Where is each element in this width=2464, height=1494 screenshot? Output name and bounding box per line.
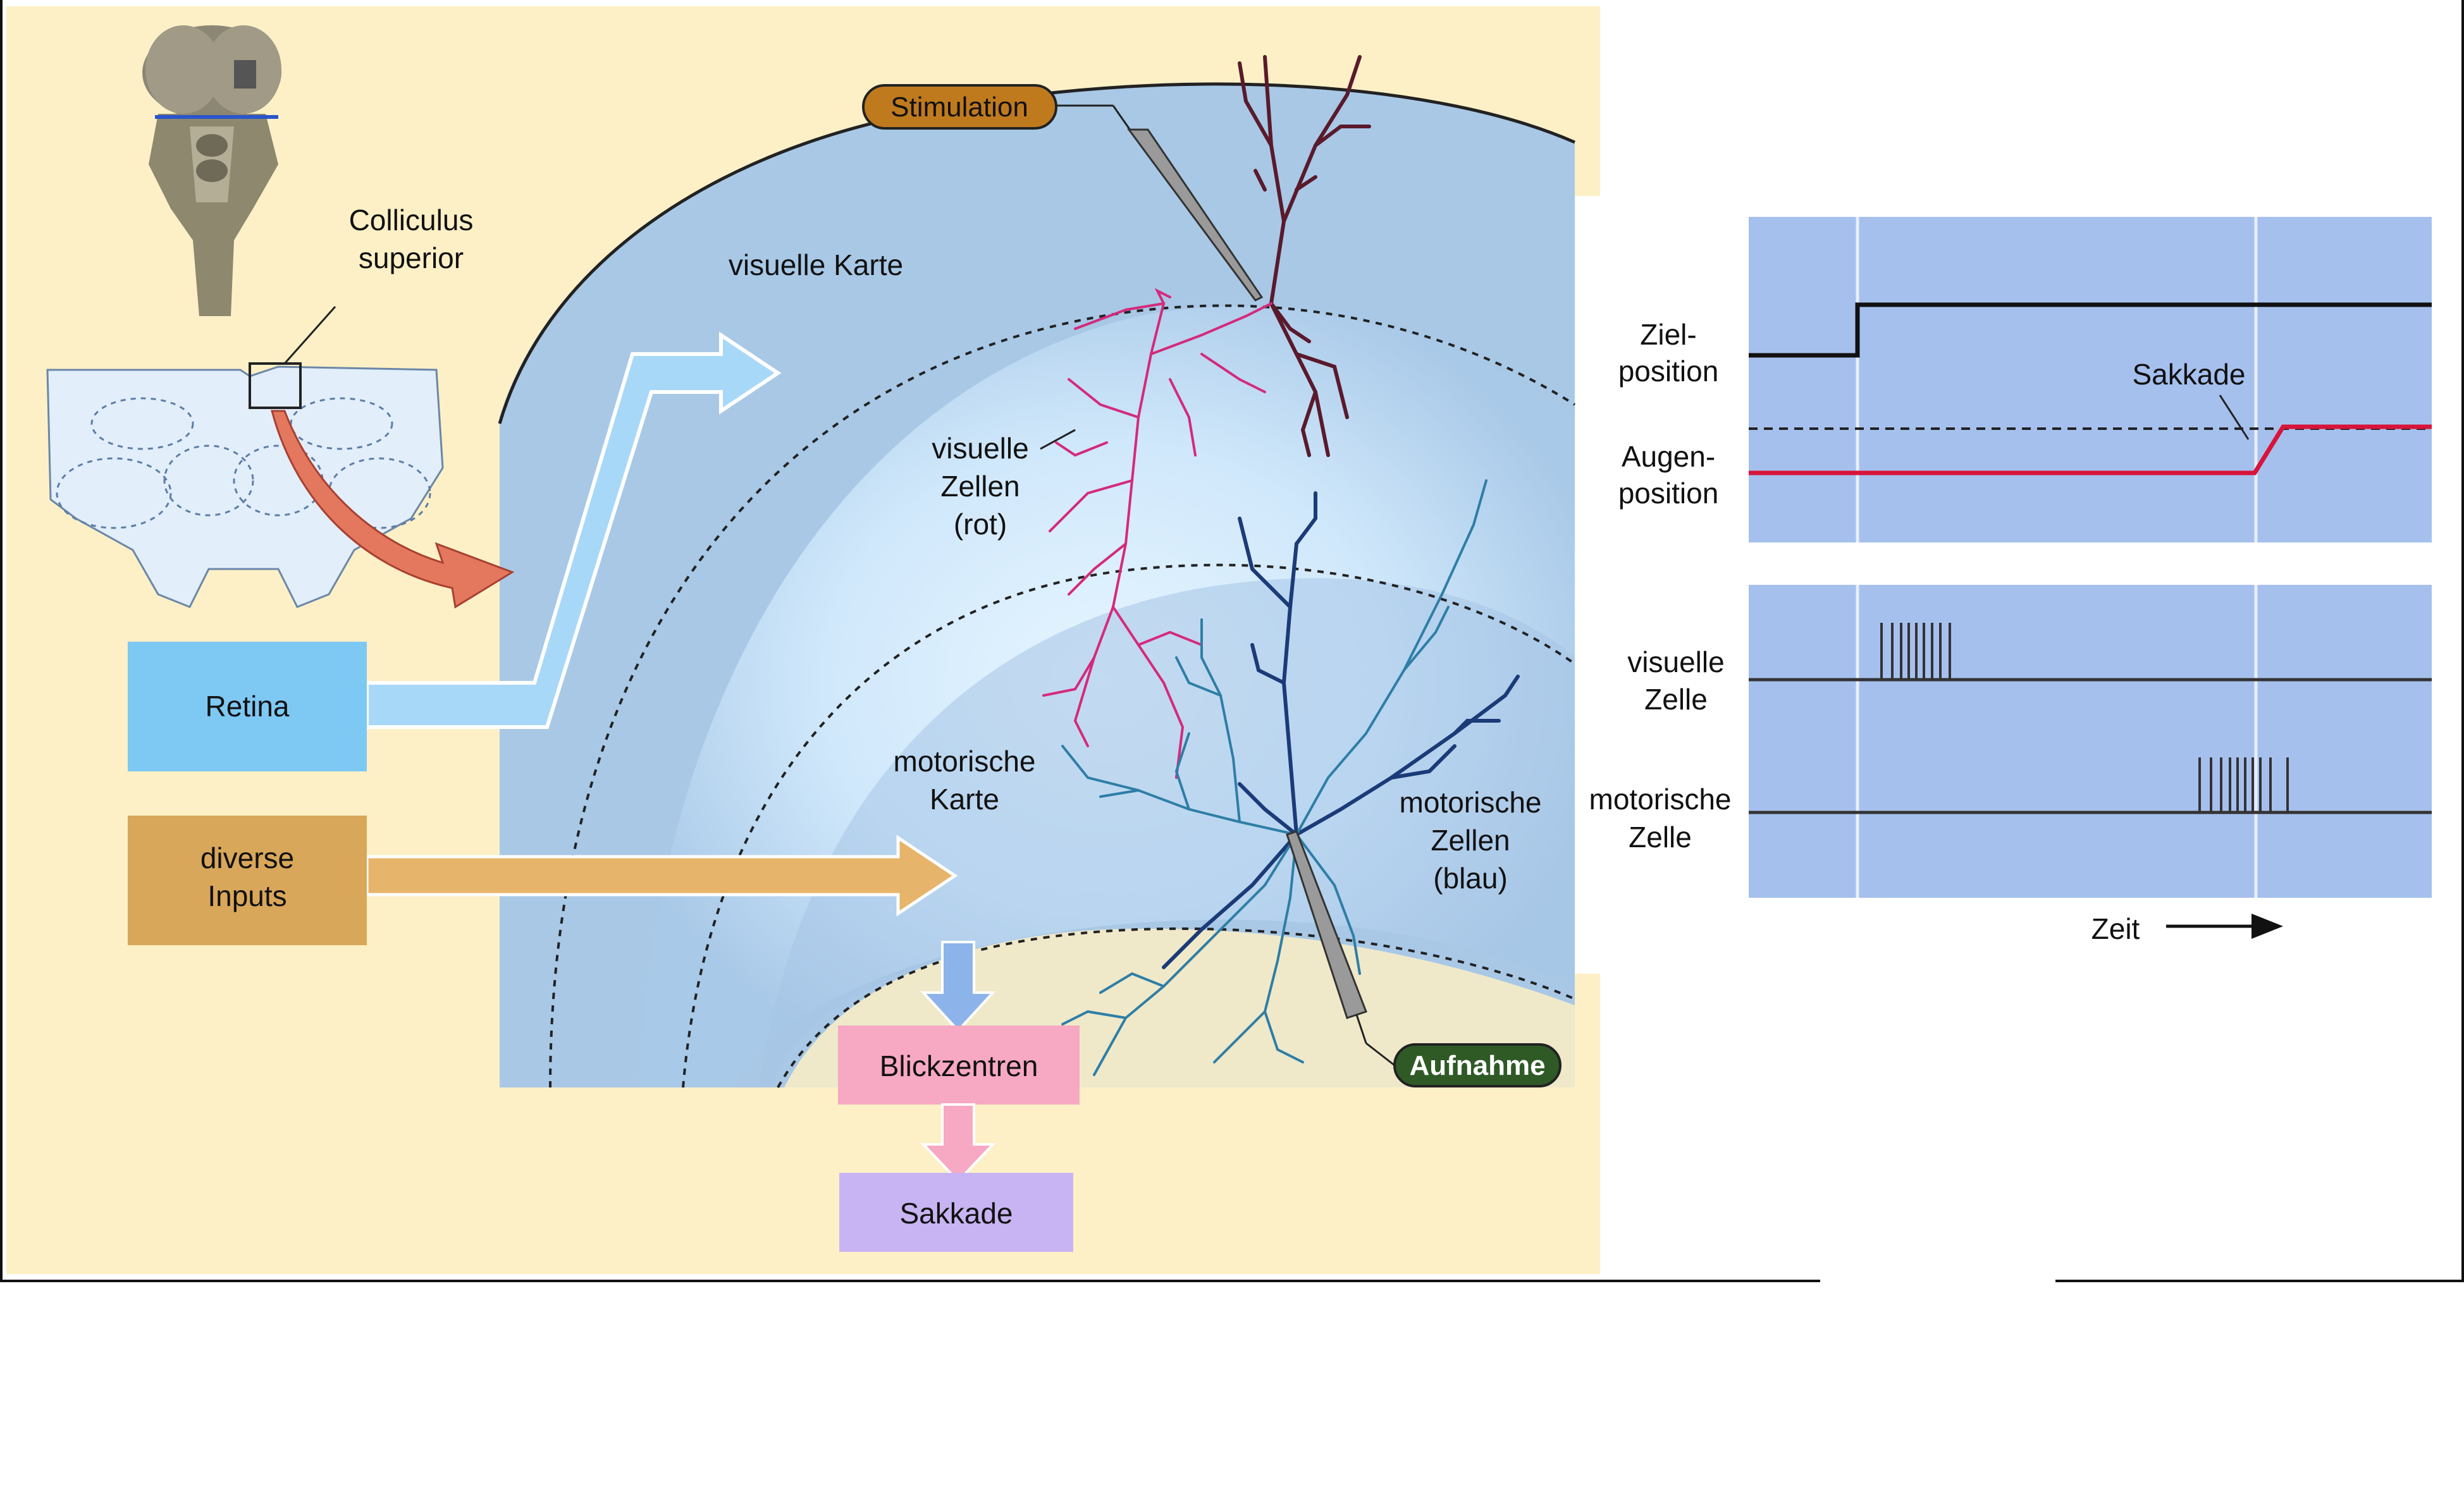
- motor-cell-label-line2: Zelle: [1629, 821, 1692, 854]
- recording-badge: [1393, 1043, 1562, 1087]
- down-arrow-2: [920, 1103, 996, 1183]
- inputs-arrow: [365, 835, 958, 917]
- stimulation-badge: [862, 84, 1057, 130]
- retina-box: [128, 642, 367, 771]
- saccade-box: [839, 1173, 1073, 1252]
- motor-neuron-teal: [1061, 479, 1488, 1076]
- eye-label-line2: position: [1618, 477, 1719, 510]
- motor-cell-label-line1: motorische: [1589, 783, 1732, 816]
- electrode-icon: [1127, 128, 1264, 302]
- colliculus-label-line1: Colliculus: [349, 204, 474, 236]
- motor-map-label-line2: Karte: [930, 783, 999, 816]
- layer-boundaries: [549, 304, 1576, 1088]
- colliculus-label-line2: superior: [359, 242, 464, 274]
- visual-cell-label-line2: Zelle: [1644, 683, 1708, 716]
- time-label: Zeit: [2091, 912, 2140, 945]
- saccade-trace-label: Sakkade: [2132, 358, 2245, 391]
- gaze-centers-label: Blickzentren: [880, 1050, 1038, 1082]
- retina-label: Retina: [206, 690, 290, 723]
- inputs-label-line2: Inputs: [207, 879, 286, 912]
- timing-panel: Ziel- position Augen- position Sakkade v…: [1589, 217, 2432, 945]
- visual-cell-label-line1: visuelle: [1627, 646, 1724, 678]
- target-position-trace: [1749, 302, 2432, 358]
- stimulation-electrode: [1056, 104, 1264, 302]
- electrode-icon: [1286, 830, 1367, 1019]
- visual-map-label: visuelle Karte: [729, 248, 903, 281]
- brain-section-illustration: [46, 306, 515, 609]
- brainstem-illustration: [142, 25, 281, 316]
- visual-cells-label-line1: visuelle: [932, 432, 1028, 465]
- recording-label: Aufnahme: [1409, 1050, 1545, 1081]
- motor-cells-label-line2: Zellen: [1431, 824, 1510, 857]
- eye-position-trace: [1749, 424, 2432, 475]
- inputs-label-line1: diverse: [200, 842, 294, 874]
- retina-arrow: [365, 331, 782, 729]
- visual-cells-label-line2: Zellen: [940, 470, 1019, 503]
- arrow-icon: [271, 410, 515, 609]
- down-arrow-1: [920, 941, 996, 1032]
- gaze-centers-box: [838, 1026, 1080, 1105]
- motor-cell-spikes: [2198, 757, 2289, 812]
- visual-cells-label-line3: (rot): [954, 508, 1007, 541]
- saccade-box-label: Sakkade: [899, 1197, 1013, 1230]
- motor-cells-label-line3: (blau): [1433, 862, 1508, 895]
- motor-cells-label-line1: motorische: [1400, 786, 1542, 819]
- recording-electrode: [1286, 830, 1395, 1067]
- position-panel: [1749, 217, 2432, 542]
- spike-panel: [1749, 585, 2432, 898]
- motor-neuron-dark: [1162, 491, 1520, 969]
- motor-map-label-line1: motorische: [894, 745, 1036, 778]
- eye-label-line1: Augen-: [1622, 440, 1715, 473]
- target-label-line2: position: [1618, 355, 1719, 388]
- inputs-box: [128, 816, 367, 945]
- visual-neuron: [1042, 288, 1272, 779]
- stimulation-label: Stimulation: [890, 92, 1028, 123]
- visual-cell-spikes: [1880, 623, 1951, 680]
- target-label-line1: Ziel-: [1640, 318, 1696, 351]
- stimulated-neuron: [1238, 55, 1371, 457]
